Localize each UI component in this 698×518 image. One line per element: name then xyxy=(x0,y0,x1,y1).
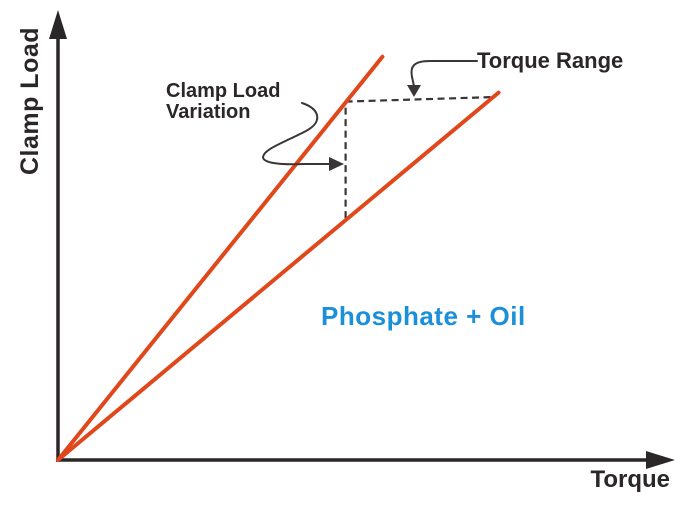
y-axis-arrowhead-icon xyxy=(49,10,67,39)
torque-range-dashed-line xyxy=(345,96,493,103)
lower-torque-tension-line xyxy=(56,90,501,462)
clamp-load-variation-arrowhead-icon xyxy=(329,157,344,171)
upper-torque-tension-line xyxy=(56,54,385,462)
clamp-load-variation-callout: Clamp Load Variation xyxy=(166,80,281,123)
clamp-load-variation-arrow xyxy=(261,102,331,166)
series-label: Phosphate + Oil xyxy=(321,301,526,331)
torque-range-callout: Torque Range xyxy=(477,48,624,73)
torque-range-arrow xyxy=(410,60,478,87)
x-axis-arrowhead-icon xyxy=(646,451,675,469)
torque-range-arrowhead-icon xyxy=(407,85,421,97)
x-axis-label: Torque xyxy=(590,466,670,493)
y-axis-label: Clamp Load xyxy=(16,26,44,176)
